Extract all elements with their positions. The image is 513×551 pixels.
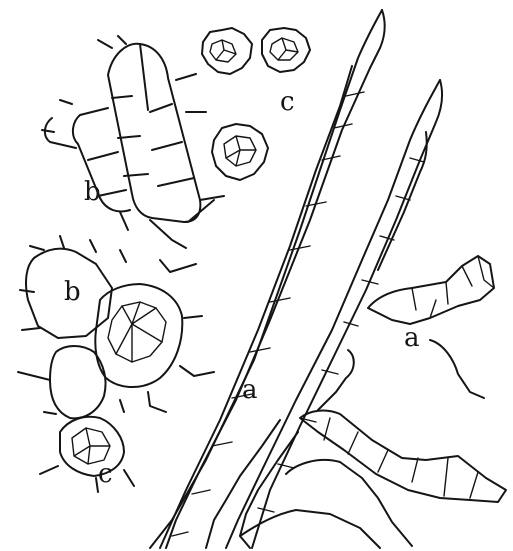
filament-piece-a-right: [368, 256, 494, 324]
label-b-top: b: [84, 177, 101, 207]
label-a-center: a: [242, 375, 258, 405]
cell-group-b-top: [42, 36, 224, 248]
label-b-middle: b: [64, 277, 81, 307]
label-a-right: a: [404, 323, 420, 353]
filament-branched-lower-right: [206, 340, 506, 548]
label-c-bottom: c: [98, 459, 113, 489]
label-c-top: c: [280, 87, 295, 117]
cell-group-b-c-lower: [18, 236, 214, 492]
